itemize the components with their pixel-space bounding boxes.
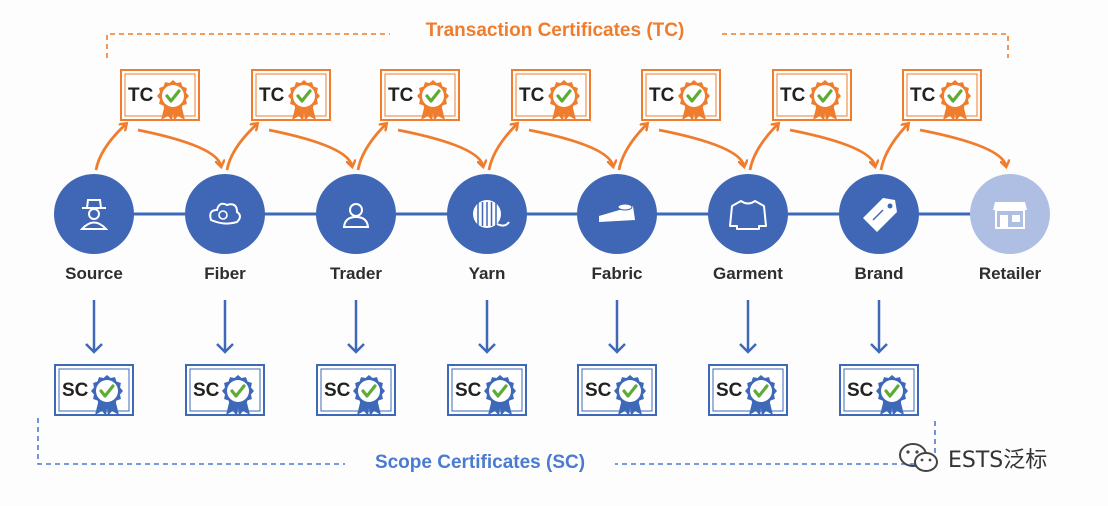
tc-arrow [225, 124, 352, 171]
tc-arrow [879, 124, 1006, 171]
stage-label-brand: Brand [854, 264, 904, 283]
fabric-roll-icon [599, 203, 635, 222]
sc-certificate: SC [708, 364, 788, 416]
sc-badge-text: SC [193, 380, 220, 401]
tc-arrow [94, 124, 221, 171]
tc-certificate: TC [641, 69, 721, 121]
tc-badge-text: TC [259, 85, 285, 106]
sc-title: Scope Certificates (SC) [345, 452, 615, 474]
sc-badge-text: SC [455, 380, 482, 401]
sc-badge-text: SC [324, 380, 351, 401]
tc-badge-text: TC [780, 85, 806, 106]
tc-arrow [617, 124, 744, 171]
storefront-icon [993, 202, 1027, 229]
watermark: ESTS泛标 [898, 441, 1047, 475]
tc-bracket [106, 33, 1009, 58]
stage-node-fiber [185, 174, 265, 254]
sc-arrow [608, 300, 626, 354]
sc-certificate: SC [839, 364, 919, 416]
tc-badge-text: TC [910, 85, 936, 106]
sc-badge-text: SC [716, 380, 743, 401]
sc-arrow [870, 300, 888, 354]
cotton-fiber-icon [209, 202, 241, 225]
tc-arrow [487, 124, 613, 171]
tc-arrow [748, 124, 875, 171]
watermark-text: ESTS泛标 [948, 448, 1048, 473]
tc-badge-text: TC [519, 85, 545, 106]
sc-arrow [739, 300, 757, 354]
stage-label-fabric: Fabric [591, 264, 643, 283]
sc-badge-text: SC [847, 380, 874, 401]
tc-title: Transaction Certificates (TC) [390, 20, 720, 42]
sc-arrow [216, 300, 234, 354]
sc-arrow [478, 300, 496, 354]
sc-bracket [37, 418, 936, 465]
tc-certificate: TC [251, 69, 331, 121]
stage-node-retailer [970, 174, 1050, 254]
wechat-icon [899, 443, 938, 472]
yarn-ball-icon [473, 200, 510, 228]
tc-badge-text: TC [649, 85, 675, 106]
farmer-icon [79, 199, 109, 230]
sc-certificate: SC [54, 364, 134, 416]
sc-certificate: SC [316, 364, 396, 416]
tc-certificate: TC [120, 69, 200, 121]
sc-certificate: SC [447, 364, 527, 416]
sc-badge-text: SC [585, 380, 612, 401]
tc-badge-text: TC [128, 85, 154, 106]
sc-badge-text: SC [62, 380, 89, 401]
tc-arrow [356, 124, 483, 171]
stage-node-fabric [577, 174, 657, 254]
tc-certificate: TC [511, 69, 591, 121]
tc-certificate: TC [902, 69, 982, 121]
stage-node-trader [316, 174, 396, 254]
price-tag-icon [863, 198, 897, 232]
stage-node-brand [839, 174, 919, 254]
sc-certificate: SC [185, 364, 265, 416]
stage-node-source [54, 174, 134, 254]
sc-arrow [85, 300, 103, 354]
tc-certificate: TC [380, 69, 460, 121]
sc-certificate: SC [577, 364, 657, 416]
person-icon [342, 203, 370, 228]
stage-label-fiber: Fiber [204, 264, 246, 283]
sc-arrow [347, 300, 365, 354]
tc-certificate: TC [772, 69, 852, 121]
stage-node-yarn [447, 174, 527, 254]
stage-node-garment [708, 174, 788, 254]
tc-badge-text: TC [388, 85, 414, 106]
stage-label-garment: Garment [713, 264, 783, 283]
stage-label-trader: Trader [330, 264, 382, 283]
stage-label-retailer: Retailer [978, 264, 1042, 283]
stage-label-source: Source [65, 264, 123, 283]
stage-label-yarn: Yarn [468, 264, 506, 283]
sweater-icon [729, 200, 767, 230]
